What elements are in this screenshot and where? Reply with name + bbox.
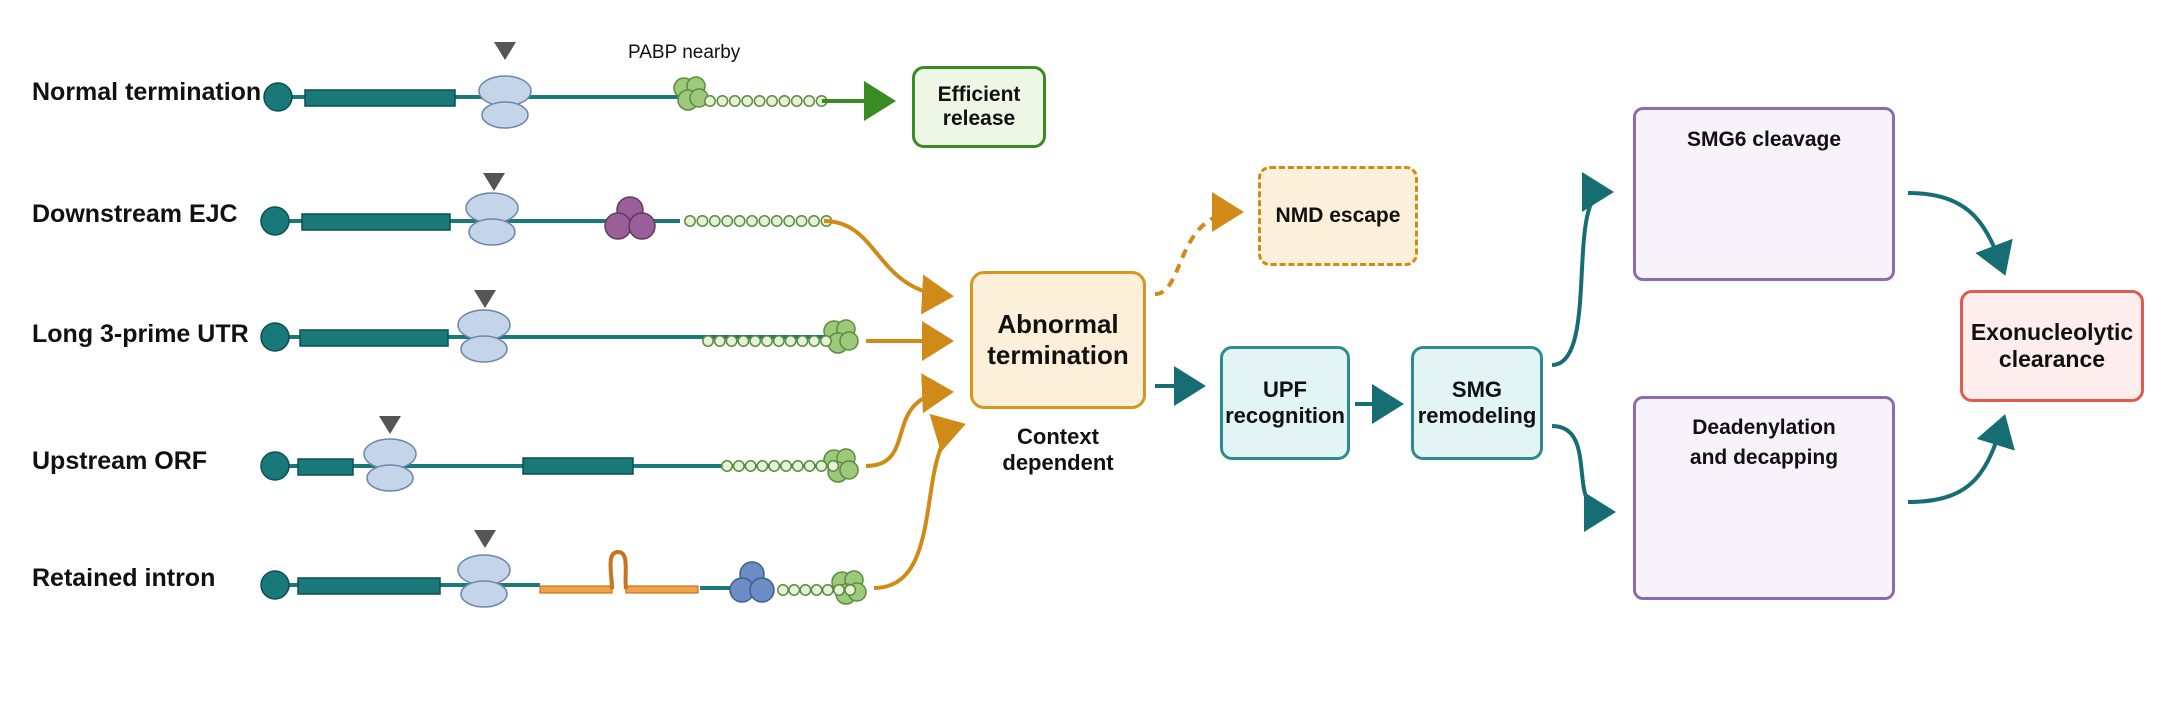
mrna-retained-intron [260, 530, 867, 608]
poly-a-bead [791, 460, 804, 472]
poly-a-bead [737, 335, 750, 347]
poly-a-bead [778, 95, 791, 107]
poly-a-bead [684, 215, 696, 227]
retained-intron-segment [539, 549, 699, 594]
arrow-decay-to-clearance [1907, 414, 2015, 504]
poly-a-bead [746, 215, 758, 227]
poly-a-bead [744, 460, 757, 472]
poly-a-bead [833, 584, 845, 596]
poly-a-bead [761, 335, 773, 347]
poly-a-bead [749, 335, 762, 347]
mrna-downstream-ejc [260, 173, 680, 246]
poly-a-bead [713, 335, 726, 347]
poly-a-bead [784, 335, 797, 347]
mrna-upstream-orf [260, 416, 859, 492]
arrow-ejc-to-abnormal [823, 219, 954, 315]
arrow-to-nmd-escape [1154, 192, 1244, 296]
context-dependent-label: Context dependent [1002, 424, 1114, 475]
pabp-nearby-label: PABP nearby [628, 42, 741, 63]
smg-remodeling-box: SMG remodeling [1411, 346, 1543, 460]
poly-a-bead [702, 335, 714, 347]
smg6-cleavage-panel: SMG6 cleavage [1633, 107, 1895, 281]
row-label-upstream-orf: Upstream ORF [32, 447, 208, 475]
stop-codon-marker [483, 173, 505, 191]
poly-a-bead [766, 95, 778, 107]
deadenylation-decapping-panel: Deadenylation and decapping [1633, 396, 1895, 600]
poly-a-bead [741, 95, 754, 107]
poly-a-bead [844, 584, 857, 596]
poly-a-bead [756, 460, 769, 472]
ejc-complex-icon [604, 196, 656, 240]
poly-a-bead [725, 335, 738, 347]
stop-codon-marker [379, 416, 401, 434]
poly-a-bead [815, 460, 828, 472]
poly-a-bead [795, 215, 808, 227]
poly-a-bead [768, 460, 781, 472]
poly-a-bead [708, 215, 721, 227]
poly-a-bead [796, 335, 809, 347]
poly-a-bead [808, 215, 820, 227]
row-label-long-3utr: Long 3-prime UTR [32, 320, 249, 348]
poly-a-bead [704, 95, 716, 107]
poly-a-bead [770, 215, 783, 227]
poly-a-bead [790, 95, 803, 107]
stop-codon-marker [474, 530, 496, 548]
poly-a-bead [808, 335, 821, 347]
poly-a-bead [721, 460, 733, 472]
upf-recognition-box: UPF recognition [1220, 346, 1350, 460]
poly-a-bead [780, 460, 792, 472]
poly-a-bead [696, 215, 709, 227]
arrow-smg-to-smg6 [1551, 172, 1614, 367]
poly-a-bead [810, 584, 823, 596]
mrna-long-3utr [260, 290, 859, 363]
exonucleolytic-clearance-box: Exonucleolytic clearance [1960, 290, 2144, 402]
arrow-smg-to-deadenylation [1551, 424, 1616, 532]
poly-a-bead [827, 460, 840, 472]
stop-codon-marker [474, 290, 496, 308]
poly-a-bead [821, 584, 834, 596]
poly-a-bead [820, 335, 832, 347]
poly-a-bead [772, 335, 785, 347]
poly-a-bead [799, 584, 812, 596]
poly-a-bead [777, 584, 789, 596]
mrna-normal-termination [263, 42, 709, 129]
row-label-retained-intron: Retained intron [32, 564, 216, 592]
poly-a-bead [753, 95, 766, 107]
arrow-intron-to-abnormal [873, 413, 966, 590]
poly-a-bead [728, 95, 741, 107]
nmd-escape-box: NMD escape [1258, 166, 1418, 266]
teal-arrows [1155, 172, 2015, 532]
poly-a-bead [716, 95, 729, 107]
poly-a-bead [803, 460, 816, 472]
poly-a-bead [803, 95, 816, 107]
abnormal-termination-box: Abnormal termination [970, 271, 1146, 409]
poly-a-bead [721, 215, 734, 227]
smg6-cleavage-title: SMG6 cleavage [1686, 128, 1842, 151]
deadenylation-decapping-title: Deadenylation and decapping [1689, 416, 1839, 469]
poly-a-bead [758, 215, 771, 227]
orange-arrows [823, 192, 1244, 590]
stop-codon-marker [494, 42, 516, 60]
poly-a-bead [788, 584, 801, 596]
poly-a-bead [732, 460, 745, 472]
poly-a-bead [733, 215, 746, 227]
efficient-release-box: Efficient release [912, 66, 1046, 148]
row-label-normal-termination: Normal termination [32, 78, 262, 106]
row-label-downstream-ejc: Downstream EJC [32, 200, 238, 228]
arrow-smg6-to-clearance [1907, 191, 2013, 276]
arrow-uorf-to-abnormal [865, 373, 954, 468]
eif-complex-icon [729, 561, 775, 603]
poly-a-bead [783, 215, 796, 227]
